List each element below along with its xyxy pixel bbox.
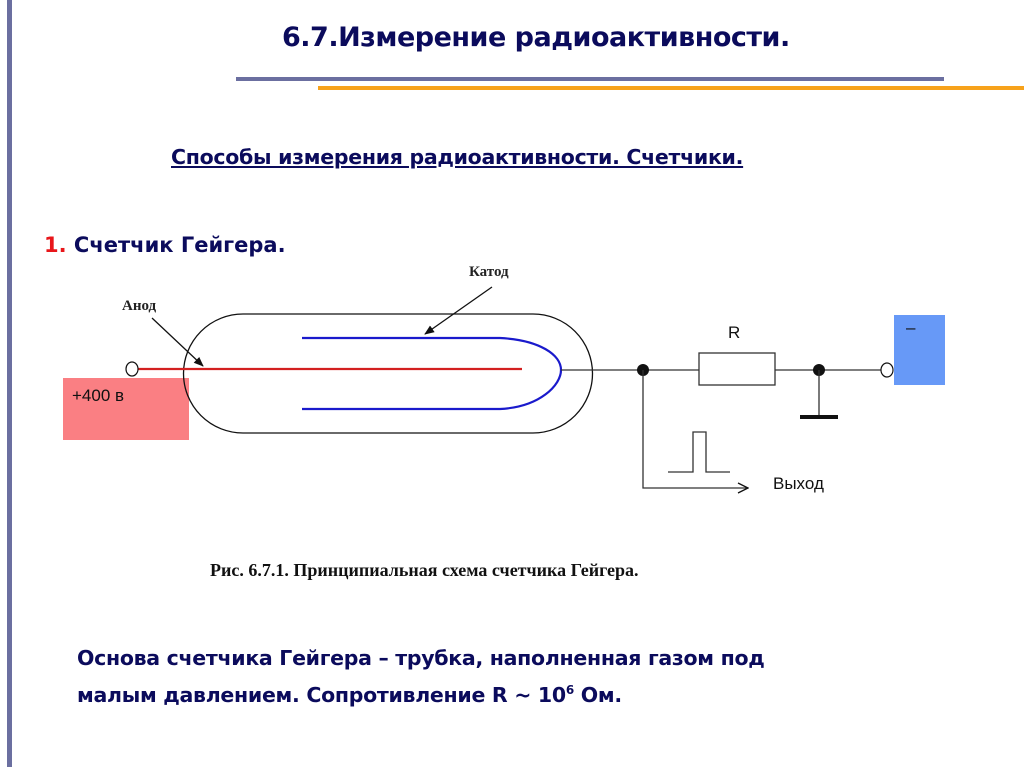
anode-label: Анод: [122, 298, 157, 314]
negative-supply-label: –: [906, 318, 916, 337]
slide-subtitle: Способы измерения радиоактивности. Счетч…: [171, 145, 744, 169]
left-terminal: [125, 361, 139, 377]
anode-pointer-arrow: [151, 317, 204, 367]
body-text: Основа счетчика Гейгера – трубка, наполн…: [77, 642, 765, 711]
header-rule-purple: [236, 77, 944, 81]
left-accent-bar: [7, 0, 12, 767]
header-rule-orange: [318, 86, 1024, 90]
cathode-label: Катод: [469, 264, 509, 280]
tube-outline: [182, 313, 594, 434]
slide-title: 6.7.Измерение радиоактивности.: [282, 22, 790, 53]
positive-supply-box: [63, 378, 189, 440]
pulse-signal: [668, 431, 730, 473]
cathode-electrode: [302, 336, 563, 411]
section-title: Счетчик Гейгера.: [73, 233, 286, 257]
resistor-label: R: [728, 323, 741, 342]
body-line-2-exponent: 6: [565, 683, 574, 697]
body-line-1: Основа счетчика Гейгера – трубка, наполн…: [77, 646, 765, 670]
negative-supply-box: [894, 315, 945, 385]
body-line-2-suffix: Ом.: [573, 683, 622, 707]
figure-caption: Рис. 6.7.1. Принципиальная схема счетчик…: [210, 560, 639, 580]
output-wire: [642, 370, 748, 488]
right-terminal: [880, 362, 894, 378]
resistor: [698, 352, 776, 386]
section-heading: 1. Счетчик Гейгера.: [44, 233, 286, 257]
section-number: 1.: [44, 233, 67, 257]
positive-supply-label: +400 в: [72, 386, 125, 405]
cathode-pointer-arrow: [424, 286, 493, 335]
output-label: Выход: [773, 474, 824, 493]
body-line-2: малым давлением. Сопротивление R ~ 106 О…: [77, 674, 765, 711]
body-line-2-prefix: малым давлением. Сопротивление R ~ 10: [77, 683, 566, 707]
